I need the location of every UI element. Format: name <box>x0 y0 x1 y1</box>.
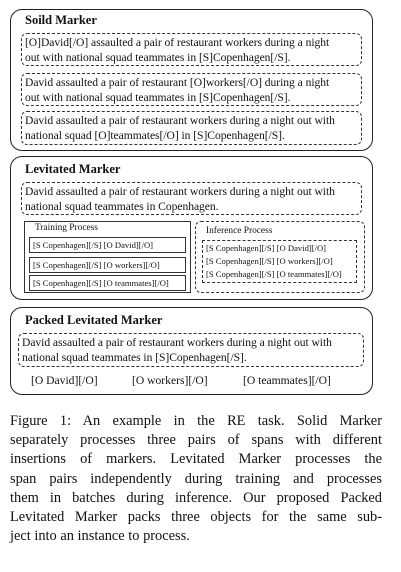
packed-marker-panel: Packed Levitated Marker David assaulted … <box>10 307 373 395</box>
caption-line-1: Figure 1: An example in the RE task. Sol… <box>10 413 382 429</box>
caption-line-7: ject into an instance to process. <box>10 528 190 545</box>
inference-process-box: Inference Process [S Copenhagen][/S] [O … <box>195 221 365 293</box>
levitated-sentence-line-1: David assaulted a pair of restaurant wor… <box>25 185 335 198</box>
solid-instance-2-line-1: David assaulted a pair of restaurant [O]… <box>25 76 330 89</box>
solid-instance-3-line-1: David assaulted a pair of restaurant wor… <box>25 114 335 127</box>
packed-object-1: [O David][/O] <box>31 374 98 387</box>
caption-line-2: separately processes three pairs of span… <box>10 432 382 449</box>
packed-sentence: David assaulted a pair of restaurant wor… <box>18 333 364 367</box>
levitated-sentence-line-2: national squad teammates in Copenhagen. <box>25 199 219 213</box>
packed-sentence-line-1: David assaulted a pair of restaurant wor… <box>22 336 332 349</box>
solid-marker-panel: Soild Marker [O]David[/O] assaulted a pa… <box>10 9 373 151</box>
inference-row-3: [S Copenhagen][/S] [O teammates][/O] <box>206 269 342 279</box>
inference-row-1: [S Copenhagen][/S] [O David][/O] <box>206 243 327 253</box>
solid-instance-3-line-2: national squad [O]teammates[/O] in [S]Co… <box>25 128 285 142</box>
inference-row-2: [S Copenhagen][/S] [O workers][/O] <box>206 256 333 266</box>
solid-instance-2-line-2: out with national squad teammates in [S]… <box>25 90 291 104</box>
inference-batch-box <box>202 240 357 283</box>
solid-marker-title: Soild Marker <box>25 13 97 27</box>
levitated-sentence: David assaulted a pair of restaurant wor… <box>21 182 362 215</box>
caption-line-4: span pairs independently during training… <box>10 470 382 487</box>
solid-instance-1-line-2: out with national squad teammates in [S]… <box>25 50 291 64</box>
training-process-box: Training Process [S Copenhagen][/S] [O D… <box>24 221 191 293</box>
levitated-marker-title: Levitated Marker <box>25 162 121 176</box>
training-process-title: Training Process <box>35 223 98 233</box>
inference-process-title: Inference Process <box>206 226 273 236</box>
caption-line-5: them in batches during inference. Our pr… <box>10 489 382 506</box>
packed-object-2: [O workers][/O] <box>132 374 208 387</box>
solid-instance-1-line-1: [O]David[/O] assaulted a pair of restaur… <box>25 36 330 49</box>
packed-marker-title: Packed Levitated Marker <box>25 313 163 327</box>
training-row-2: [S Copenhagen][/S] [O workers][/O] <box>29 257 186 273</box>
solid-instance-3: David assaulted a pair of restaurant wor… <box>21 111 362 145</box>
packed-object-3: [O teammates][/O] <box>243 374 331 387</box>
figure-caption: Figure 1: An example in the RE task. Sol… <box>10 412 382 546</box>
training-row-1: [S Copenhagen][/S] [O David][/O] <box>29 237 186 253</box>
levitated-marker-panel: Levitated Marker David assaulted a pair … <box>10 156 373 300</box>
caption-line-3: insertions of markers. Levitated Marker … <box>10 451 382 468</box>
solid-instance-2: David assaulted a pair of restaurant [O]… <box>21 73 362 106</box>
packed-sentence-line-2: national squad teammates in [S]Copenhage… <box>22 350 247 364</box>
solid-instance-1: [O]David[/O] assaulted a pair of restaur… <box>21 33 362 66</box>
training-row-3: [S Copenhagen][/S] [O teammates][/O] <box>29 275 186 291</box>
caption-line-6: Levitated Marker packs three objects for… <box>10 509 382 526</box>
